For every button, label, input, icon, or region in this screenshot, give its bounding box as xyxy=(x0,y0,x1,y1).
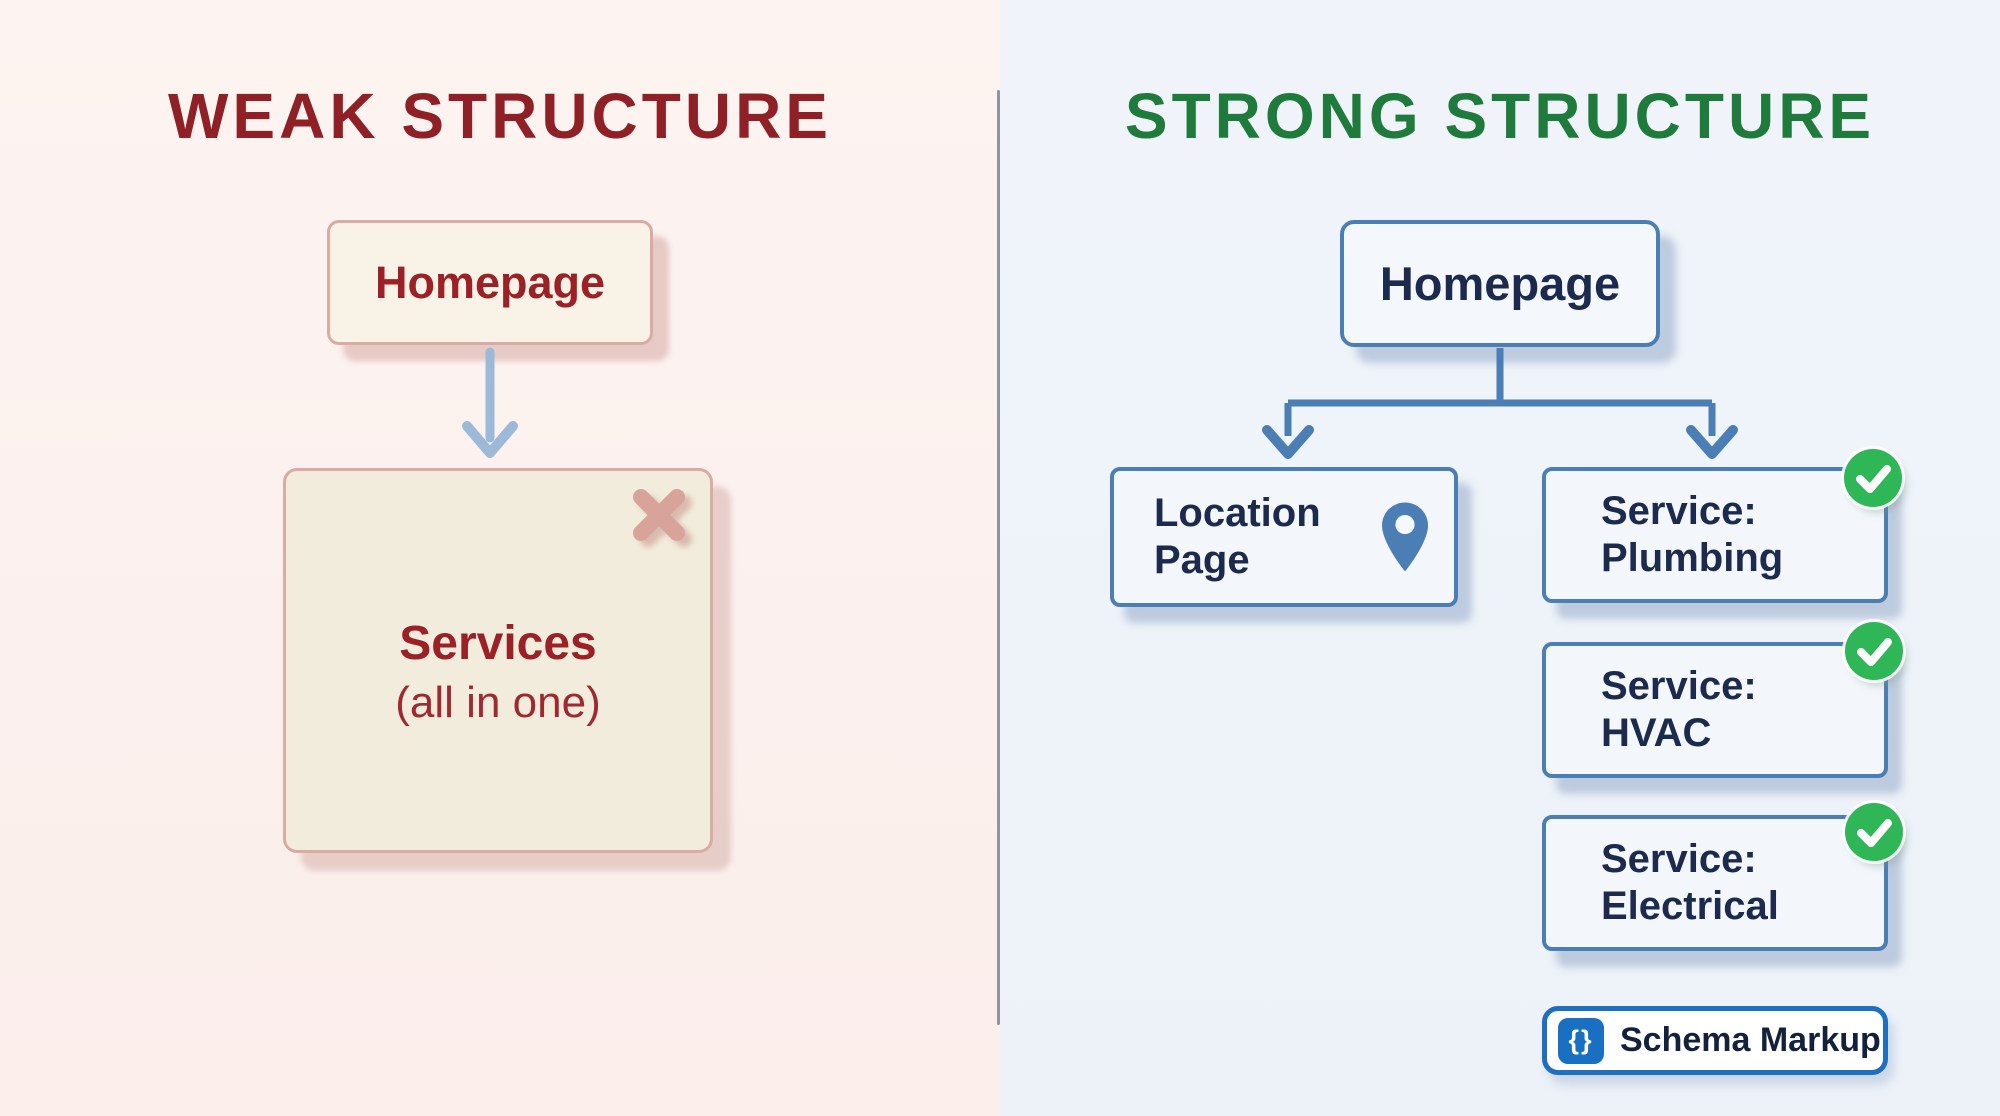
service-electrical-label: Service: Electrical xyxy=(1601,836,1779,928)
weak-homepage-label: Homepage xyxy=(374,256,606,308)
service-plumbing-label: Service: Plumbing xyxy=(1601,488,1784,580)
check-badge xyxy=(1844,449,1902,507)
strong-homepage-label: Homepage xyxy=(1379,257,1621,310)
panel-divider xyxy=(997,90,1000,1025)
service-plumbing-box: Service: Plumbing xyxy=(1542,467,1888,603)
check-badge xyxy=(1845,622,1903,680)
weak-structure-title: WEAK STRUCTURE xyxy=(168,80,832,152)
check-badge xyxy=(1845,803,1903,861)
checkmark-icon xyxy=(1857,638,1892,666)
weak-services-box: Services (all in one) xyxy=(283,468,713,853)
curly-braces-icon: {} xyxy=(1558,1017,1604,1064)
location-page-label: Location Page xyxy=(1154,490,1321,582)
service-electrical-box: Service: Electrical xyxy=(1542,815,1888,951)
checkmark-icon xyxy=(1857,819,1892,847)
service-hvac-box: Service: HVAC xyxy=(1542,642,1888,778)
strong-structure-title: STRONG STRUCTURE xyxy=(1124,80,1876,152)
schema-markup-label: Schema Markup xyxy=(1620,1021,1881,1059)
weak-homepage-box: Homepage xyxy=(327,220,653,345)
weak-structure-panel: WEAK STRUCTURE Homepage Services (all in… xyxy=(0,0,1000,1116)
location-page-box: Location Page xyxy=(1110,467,1458,607)
checkmark-icon xyxy=(1856,465,1891,493)
map-pin-icon xyxy=(1382,502,1428,572)
strong-homepage-box: Homepage xyxy=(1340,220,1660,347)
weak-services-label: Services xyxy=(399,616,597,670)
x-mark-icon xyxy=(633,489,685,541)
service-hvac-label: Service: HVAC xyxy=(1601,663,1757,755)
weak-services-sublabel: (all in one) xyxy=(395,677,601,727)
schema-markup-badge: {} Schema Markup xyxy=(1542,1006,1888,1075)
